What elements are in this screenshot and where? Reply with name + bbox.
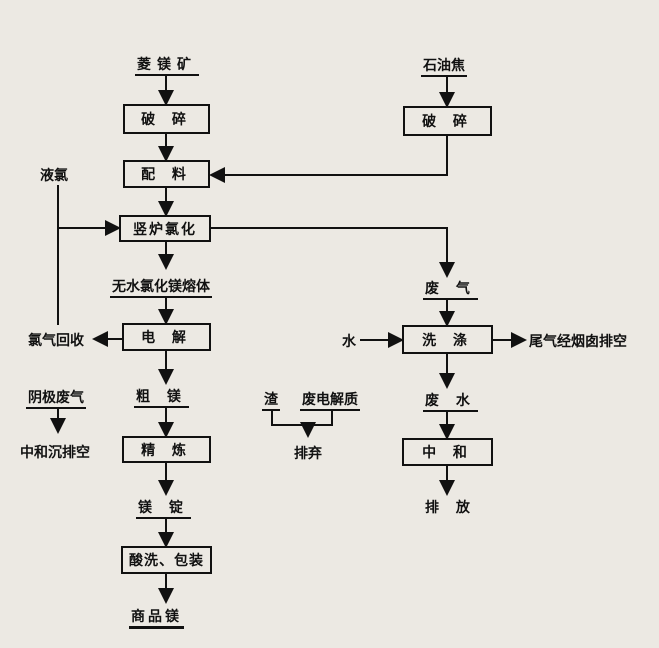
node-tail-gas: 尾气经烟囱排空 <box>527 331 629 351</box>
node-petroleum-coke: 石油焦 <box>421 55 467 77</box>
node-anhydrous-melt: 无水氯化镁熔体 <box>110 276 212 298</box>
node-neutralize: 中 和 <box>402 438 493 466</box>
node-discard: 排弃 <box>292 443 324 463</box>
node-chlorine-recovery: 氯气回收 <box>26 330 86 350</box>
node-batching: 配 料 <box>123 160 210 188</box>
arrow-furnace-wastegas <box>211 227 455 278</box>
arrow-chlorine-feed <box>57 184 121 236</box>
node-crude-mg: 粗 镁 <box>134 386 189 408</box>
arrow-electrolyte-discard <box>308 410 333 426</box>
node-waste-gas: 废 气 <box>423 278 478 300</box>
node-waste-water: 废 水 <box>423 390 478 412</box>
node-commercial-mg: 商品镁 <box>129 606 184 629</box>
node-crush-2: 破 碎 <box>403 106 492 136</box>
node-slag: 渣 <box>262 389 280 411</box>
node-cathode-gas: 阴极废气 <box>26 387 86 409</box>
node-waste-electrolyte: 废电解质 <box>300 389 360 411</box>
node-water: 水 <box>340 331 358 351</box>
node-discharge: 排 放 <box>423 497 478 517</box>
node-refining: 精 炼 <box>122 436 211 463</box>
node-shaft-furnace: 竖炉氯化 <box>119 215 211 242</box>
node-neutralize-vent: 中和沉排空 <box>18 442 92 462</box>
node-crush-1: 破 碎 <box>123 104 210 134</box>
node-liquid-chlorine: 液氯 <box>38 165 70 185</box>
node-magnesite: 菱镁矿 <box>135 54 199 76</box>
node-electrolysis: 电 解 <box>122 323 211 351</box>
arrow-crush2-batch <box>209 136 448 183</box>
node-pickling-packing: 酸洗、包装 <box>121 546 212 574</box>
node-washing: 洗 涤 <box>402 325 493 354</box>
node-mg-ingot: 镁 锭 <box>136 497 191 519</box>
arrow-slag-discard <box>271 410 316 438</box>
